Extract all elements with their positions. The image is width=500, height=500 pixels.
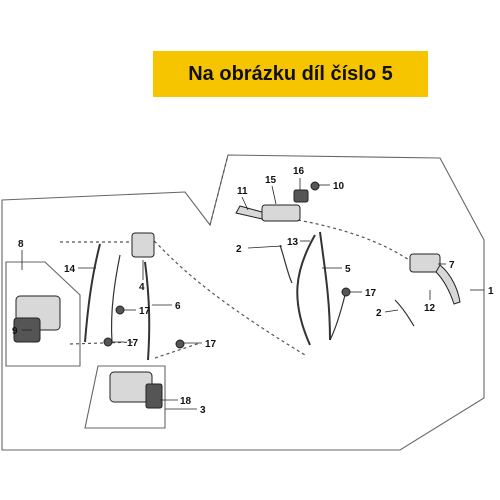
brake-line-right (329, 294, 346, 341)
caliper-rear-outline (84, 365, 166, 429)
callout-8: 8 (18, 239, 24, 250)
cable-dash-bottom (69, 341, 136, 345)
cable-dash-upper (297, 219, 413, 263)
caliper-front-outline (5, 261, 81, 367)
screw-10 (310, 181, 320, 191)
callout-3: 3 (200, 405, 206, 416)
brake-hose-13 (319, 231, 331, 341)
leader-2a (247, 245, 283, 249)
master-cylinder-right (409, 253, 441, 273)
master-cylinder-left (261, 204, 301, 222)
callout-12: 12 (424, 303, 436, 314)
part-number-banner: Na obrázku díl číslo 5 (153, 51, 428, 97)
callout-18: 18 (180, 396, 192, 407)
callout-9: 9 (12, 326, 18, 337)
outline-dash (209, 154, 229, 226)
callout-17b: 17 (127, 338, 139, 349)
leader-2b (384, 309, 399, 313)
reservoir-cap-16 (293, 189, 309, 203)
callout-13: 13 (287, 237, 299, 248)
banjo-bolt-17d (341, 287, 351, 297)
callout-17a: 17 (139, 306, 151, 317)
brake-hose-14 (84, 243, 101, 343)
leader-15 (271, 185, 277, 205)
callout-7: 7 (449, 260, 455, 271)
banjo-bolt-17c (175, 339, 185, 349)
callout-14: 14 (64, 264, 76, 275)
callout-16: 16 (293, 166, 305, 177)
brake-hose-6 (144, 261, 151, 361)
callout-17d: 17 (365, 288, 377, 299)
callout-6: 6 (175, 301, 181, 312)
cable-dash-rear (154, 342, 201, 359)
callout-10: 10 (333, 181, 345, 192)
callout-17c: 17 (205, 339, 217, 350)
brake-hose-5 (296, 234, 316, 346)
brake-lever-right (435, 264, 461, 305)
callout-2a: 2 (236, 244, 242, 255)
callout-2b: 2 (376, 308, 382, 319)
callout-1: 1 (488, 286, 494, 297)
banjo-bolt-17a (115, 305, 125, 315)
banjo-bolt-17b (103, 337, 113, 347)
brake-lever-left (235, 205, 263, 220)
callout-5: 5 (345, 264, 351, 275)
cable-dash-top (149, 236, 306, 356)
rear-caliper-bolt-18 (145, 383, 163, 409)
callout-4: 4 (139, 282, 145, 293)
callout-15: 15 (265, 175, 277, 186)
brake-line-front (110, 254, 121, 343)
callout-11: 11 (237, 186, 248, 197)
leader-11 (241, 196, 249, 211)
banner-text: Na obrázku díl číslo 5 (188, 62, 393, 85)
assembly-outline (1, 154, 485, 451)
switch-cable-right (394, 299, 415, 327)
combined-brake-unit (131, 232, 155, 258)
switch-cable-left (279, 244, 293, 284)
